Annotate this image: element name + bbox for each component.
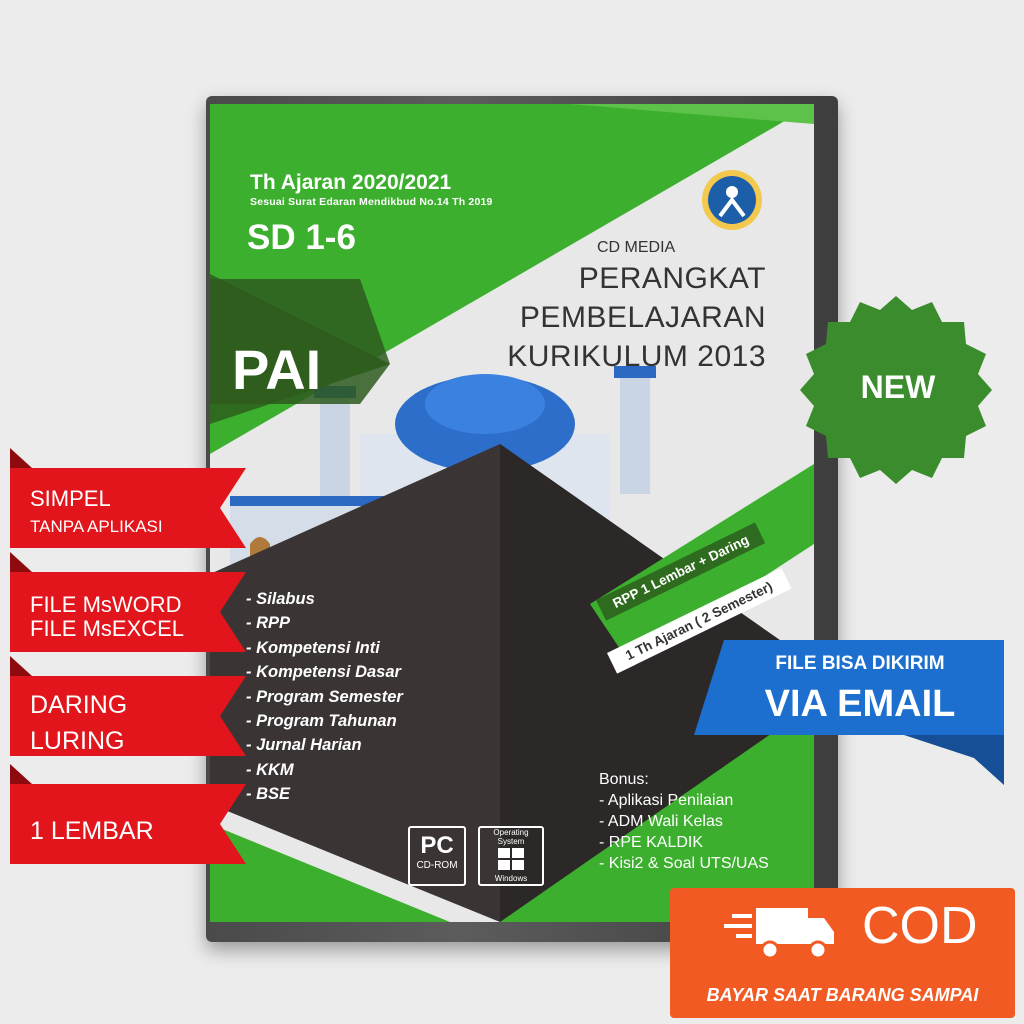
- new-badge-icon: [800, 296, 992, 484]
- tag-line-1: 1 LEMBAR: [30, 817, 154, 845]
- subject-label: PAI: [232, 338, 322, 401]
- list-item: - Kompetensi Inti: [246, 638, 380, 657]
- bonus-list: Bonus: - Aplikasi Penilaian - ADM Wali K…: [599, 771, 769, 876]
- windows-logo: Operating System Windows: [478, 826, 544, 886]
- cod-label: COD: [862, 897, 978, 955]
- cod-banner: [670, 888, 1015, 1018]
- list-item: - RPP: [246, 614, 291, 633]
- list-item: - Jurnal Harian: [246, 736, 362, 755]
- bonus-item: - Kisi2 & Soal UTS/UAS: [599, 855, 769, 872]
- bonus-item: - Aplikasi Penilaian: [599, 792, 734, 809]
- cod-caption: BAYAR SAAT BARANG SAMPAI: [706, 985, 979, 1005]
- curriculum-logo: [702, 170, 762, 230]
- title-line-2: PEMBELAJARAN: [519, 301, 766, 334]
- feature-tag-simpel: SIMPEL TANPA APLIKASI: [10, 448, 246, 548]
- list-item: - Program Semester: [246, 687, 403, 706]
- feature-tag-lembar: 1 LEMBAR: [10, 764, 246, 864]
- list-item: - Kompetensi Dasar: [246, 663, 401, 682]
- email-line-2: VIA EMAIL: [764, 683, 956, 725]
- pc-logo-text: PC: [420, 832, 454, 859]
- tag-line-2: FILE MsEXCEL: [30, 616, 185, 641]
- tag-line-1: SIMPEL: [30, 486, 111, 511]
- feature-tag-daring: DARING LURING: [10, 656, 246, 756]
- windows-flag-icon: [498, 848, 524, 870]
- tag-line-1: DARING: [30, 691, 128, 719]
- cover-art: [210, 104, 814, 922]
- list-item: - BSE: [246, 785, 291, 804]
- title-line-1: PERANGKAT: [578, 262, 766, 295]
- tag-line-1: FILE MsWORD: [30, 592, 182, 617]
- pc-cdrom-logo: PC CD-ROM: [408, 826, 466, 886]
- title-line-3: KURIKULUM 2013: [507, 340, 766, 373]
- cover-graphic: [210, 104, 814, 922]
- list-item: - Program Tahunan: [246, 711, 397, 730]
- list-item: - Silabus: [246, 590, 315, 608]
- grade-level: SD 1-6: [247, 218, 356, 257]
- bonus-title: Bonus:: [599, 771, 649, 788]
- list-item: - KKM: [246, 760, 294, 779]
- tag-line-2: TANPA APLIKASI: [30, 517, 163, 536]
- windows-label: Windows: [494, 874, 528, 883]
- os-label: Operating System: [493, 828, 529, 846]
- delivery-truck-icon: [724, 908, 834, 960]
- new-badge-label: NEW: [860, 369, 936, 405]
- email-banner: [694, 640, 1004, 785]
- brand-name: CD MEDIA: [597, 239, 676, 256]
- bonus-item: - RPE KALDIK: [599, 834, 704, 851]
- cdrom-logo-text: CD-ROM: [416, 860, 458, 871]
- circular-note: Sesuai Surat Edaran Mendikbud No.14 Th 2…: [250, 196, 493, 208]
- tag-line-2: LURING: [30, 727, 125, 755]
- email-line-1: FILE BISA DIKIRIM: [775, 653, 945, 674]
- feature-tag-file: FILE MsWORD FILE MsEXCEL: [10, 552, 246, 652]
- bonus-item: - ADM Wali Kelas: [599, 813, 723, 830]
- contents-list: - Silabus - RPP - Kompetensi Inti - Komp…: [246, 590, 403, 810]
- academic-year: Th Ajaran 2020/2021: [250, 171, 452, 194]
